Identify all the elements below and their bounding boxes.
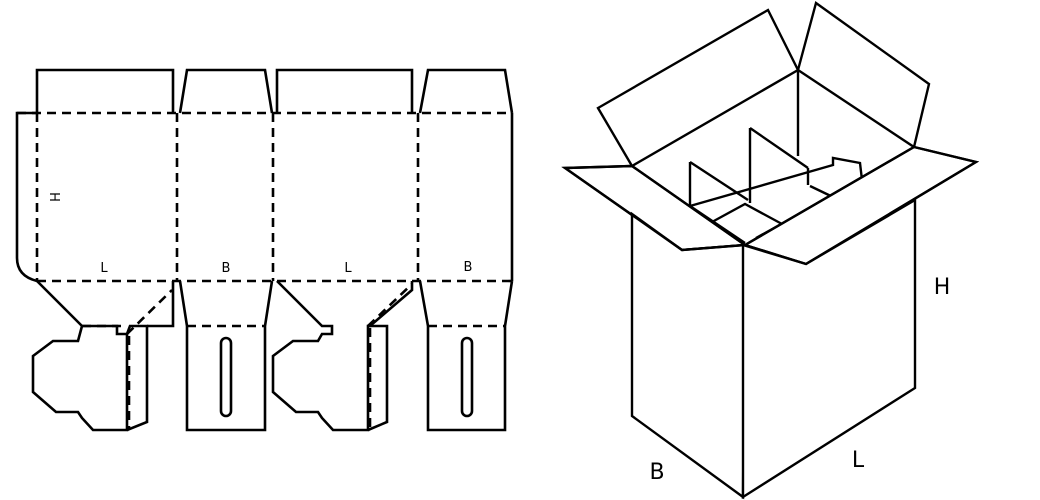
net-label-height: H [46, 192, 61, 202]
bottom-flap-breadth-2 [418, 280, 514, 432]
box-label-height: H [934, 275, 951, 300]
top-flap-length-2 [275, 68, 414, 113]
flat-box-net: H L B L B [15, 68, 514, 432]
net-label-breadth-2: B [464, 260, 473, 275]
top-flap-length-1 [35, 68, 175, 113]
bottom-flap-length-1 [31, 280, 129, 432]
front-left-face [630, 211, 747, 500]
net-label-length-1: L [100, 261, 108, 276]
fold-bottom-l1-diag [126, 289, 173, 335]
handle-slot-2 [460, 336, 474, 418]
fold-bottom-l2-diag [367, 283, 413, 327]
right-flap-edge [742, 145, 980, 266]
glue-flap [15, 111, 38, 283]
back-right-flap [796, 1, 931, 149]
box-label-breadth: B [649, 460, 664, 485]
back-left-flap [596, 8, 800, 168]
net-label-length-2: L [344, 261, 352, 276]
box-label-length: L [852, 448, 865, 473]
bottom-flap-length-2-right [367, 324, 389, 432]
top-flap-breadth-2 [418, 68, 514, 114]
net-label-breadth-1: B [222, 261, 231, 276]
top-flap-breadth-1 [178, 68, 274, 114]
bottom-edge-l1 [147, 281, 175, 328]
bottom-flap-breadth-1 [178, 280, 274, 432]
open-box-3d: H B L [561, 1, 980, 500]
handle-slot-1 [219, 336, 233, 418]
